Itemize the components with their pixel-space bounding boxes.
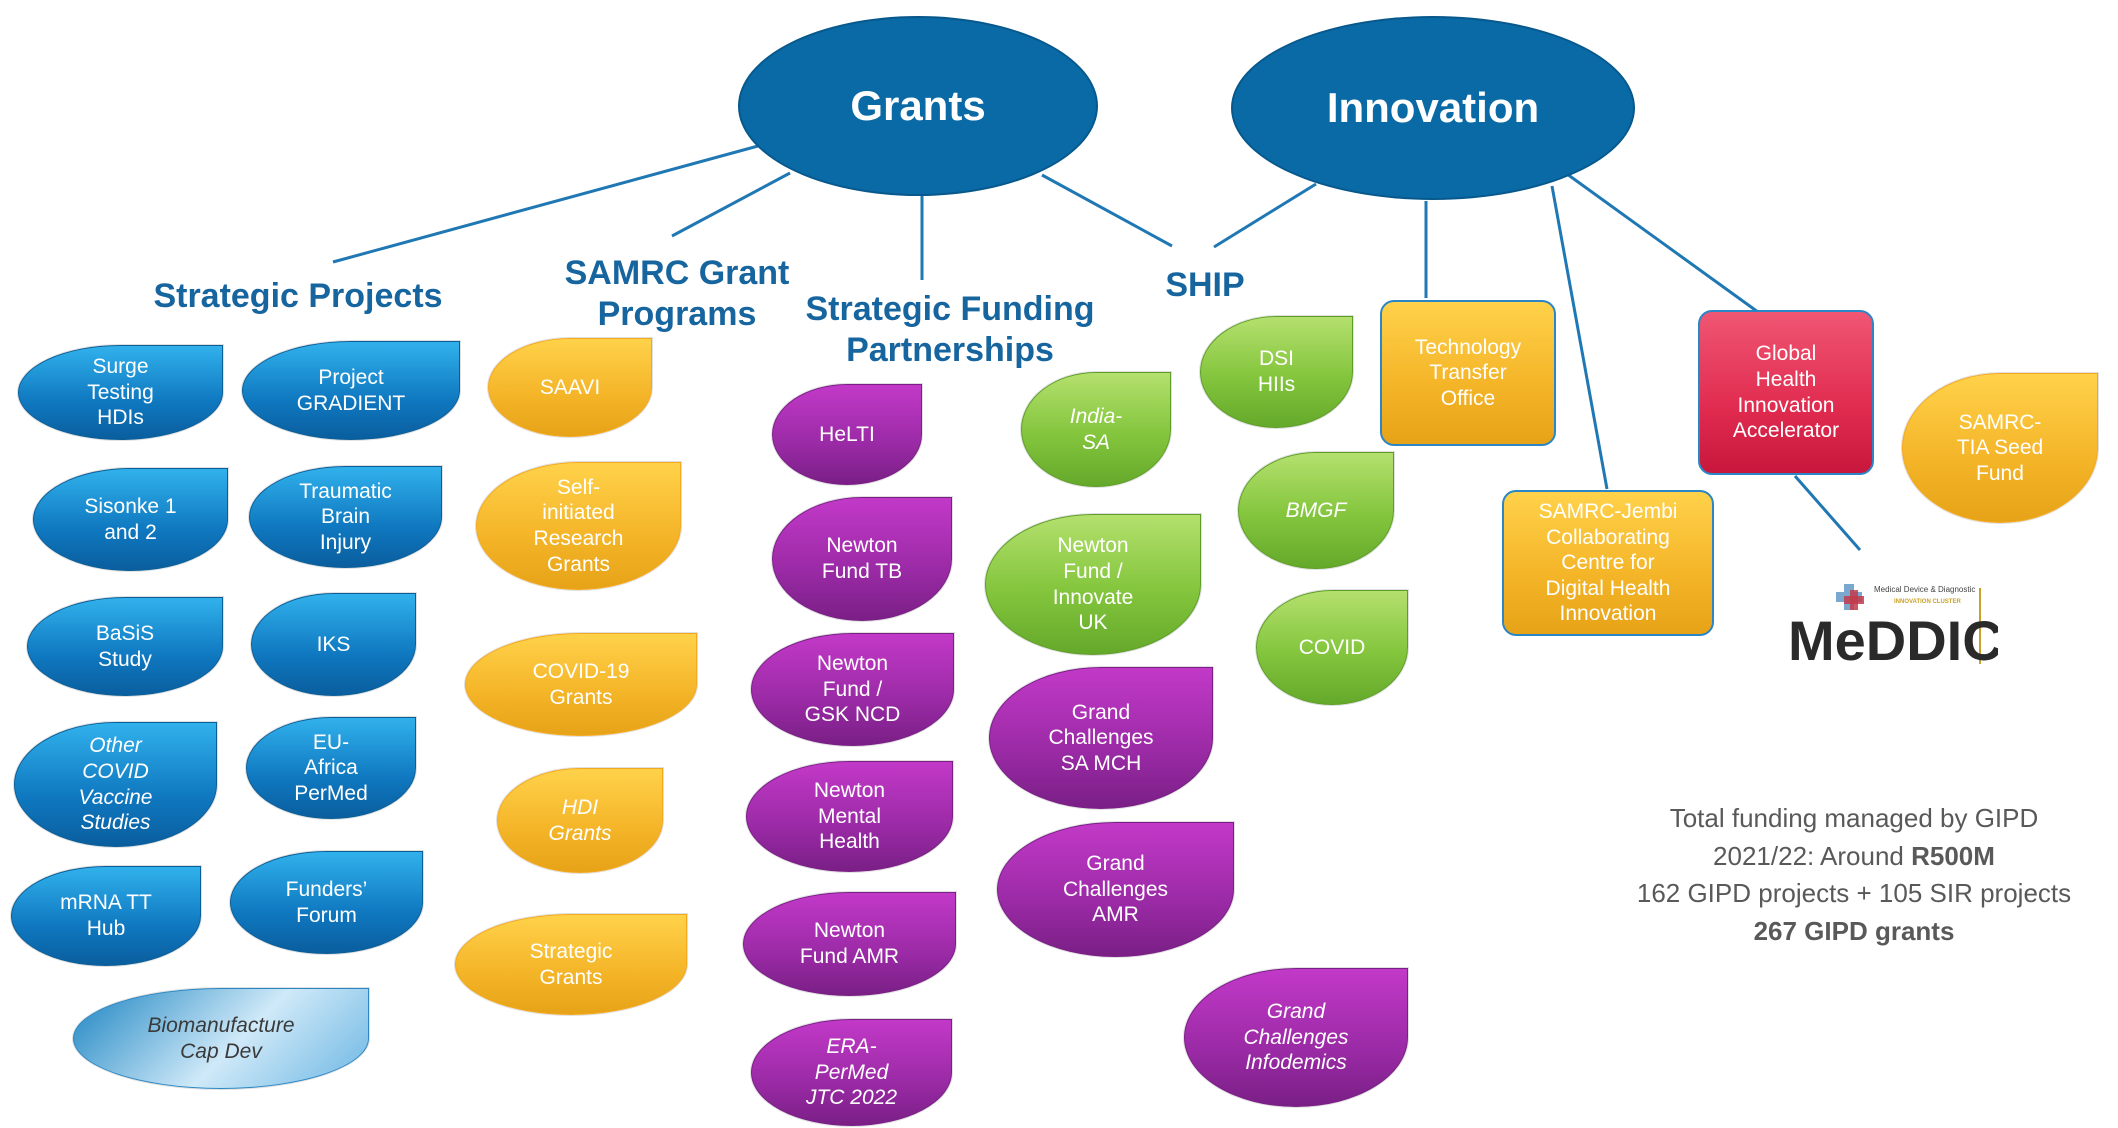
connector-innovation-ship: [1213, 182, 1317, 249]
partnership-india-sa: India- SA: [1021, 372, 1171, 487]
project-surge-testing-hdis: Surge Testing HDIs: [18, 345, 223, 440]
summary-line-3: 162 GIPD projects + 105 SIR projects: [1636, 878, 2072, 909]
project-gradient: Project GRADIENT: [242, 341, 460, 440]
partnership-era-permed-jtc-2022: ERA- PerMed JTC 2022: [751, 1019, 952, 1126]
meddic-logo: Medical Device & Diagnostic INNOVATION C…: [1788, 578, 2003, 672]
heading-ship: SHIP: [1165, 266, 1245, 304]
partnership-newton-fund-tb: Newton Fund TB: [772, 497, 952, 621]
meddic-wordmark: MeDDIC: [1788, 609, 1998, 668]
project-funders-forum: Funders’ Forum: [230, 851, 423, 954]
summary-line-4: 267 GIPD grants: [1753, 916, 1955, 947]
program-hdi-grants: HDI Grants: [497, 768, 663, 873]
connector-ghia-meddic: [1793, 475, 1862, 551]
project-eu-africa-permed: EU- Africa PerMed: [246, 717, 416, 819]
connector-grants-strategic-projects: [332, 144, 759, 264]
project-basis-study: BaSiS Study: [27, 597, 223, 696]
summary-line-2: 2021/22: Around R500M: [1590, 838, 2118, 876]
program-self-initiated-research-grants: Self- initiated Research Grants: [476, 462, 681, 590]
innovation-global-health-innovation-accelerator: Global Health Innovation Accelerator: [1698, 310, 1874, 475]
program-strategic-grants: Strategic Grants: [455, 914, 687, 1015]
partnership-newton-mental-health: Newton Mental Health: [746, 761, 953, 872]
partnership-newton-fund-gsk-ncd: Newton Fund / GSK NCD: [751, 633, 954, 746]
innovation-samrc-tia-seed-fund: SAMRC- TIA Seed Fund: [1902, 373, 2098, 523]
project-sisonke: Sisonke 1 and 2: [33, 468, 228, 571]
innovation-technology-transfer-office: Technology Transfer Office: [1380, 300, 1556, 446]
connector-innovation-ghia: [1566, 172, 1759, 314]
ship-bmgf: BMGF: [1238, 452, 1394, 569]
partnership-grand-challenges-sa-mch: Grand Challenges SA MCH: [989, 667, 1213, 809]
meddic-subtag: INNOVATION CLUSTER: [1894, 599, 1961, 605]
project-biomanufacture-cap-dev: Biomanufacture Cap Dev: [73, 988, 369, 1089]
ship-covid: COVID: [1256, 590, 1408, 705]
heading-samrc-grant-programs: SAMRC Grant Programs: [564, 254, 790, 333]
partnership-grand-challenges-amr: Grand Challenges AMR: [997, 822, 1234, 957]
connector-innovation-jembi: [1550, 185, 1609, 490]
program-covid-19-grants: COVID-19 Grants: [465, 633, 697, 736]
summary-line-1: Total funding managed by GIPD: [1669, 803, 2039, 833]
meddic-tagline: Medical Device & Diagnostic: [1874, 585, 1975, 594]
summary-total-amount: R500M: [1911, 840, 1995, 871]
meddic-cross-icon: Medical Device & Diagnostic INNOVATION C…: [1788, 584, 2003, 672]
project-other-covid-vaccine-studies: Other COVID Vaccine Studies: [14, 722, 217, 847]
project-iks: IKS: [251, 593, 416, 696]
partnership-newton-fund-innovate-uk: Newton Fund / Innovate UK: [985, 514, 1201, 655]
project-mrna-tt-hub: mRNA TT Hub: [11, 866, 201, 966]
connector-grants-samrc-programs: [671, 171, 791, 238]
grants-hub: Grants: [738, 16, 1098, 196]
heading-strategic-funding-partnerships: Strategic Funding Partnerships: [805, 290, 1095, 369]
heading-strategic-projects: Strategic Projects: [153, 277, 443, 315]
innovation-samrc-jembi-centre: SAMRC-Jembi Collaborating Centre for Dig…: [1502, 490, 1714, 636]
ship-dsi-hiis: DSI HIIs: [1200, 316, 1353, 428]
partnership-helti: HeLTI: [772, 384, 922, 485]
summary-line-2-prefix: 2021/22: Around: [1713, 840, 1912, 871]
program-saavi: SAAVI: [488, 338, 652, 437]
funding-summary: Total funding managed by GIPD 2021/22: A…: [1590, 800, 2118, 951]
project-traumatic-brain-injury: Traumatic Brain Injury: [249, 466, 442, 568]
partnership-newton-fund-amr: Newton Fund AMR: [743, 892, 956, 996]
innovation-hub: Innovation: [1231, 16, 1635, 200]
connector-grants-ship: [1041, 173, 1173, 248]
partnership-grand-challenges-infodemics: Grand Challenges Infodemics: [1184, 968, 1408, 1107]
